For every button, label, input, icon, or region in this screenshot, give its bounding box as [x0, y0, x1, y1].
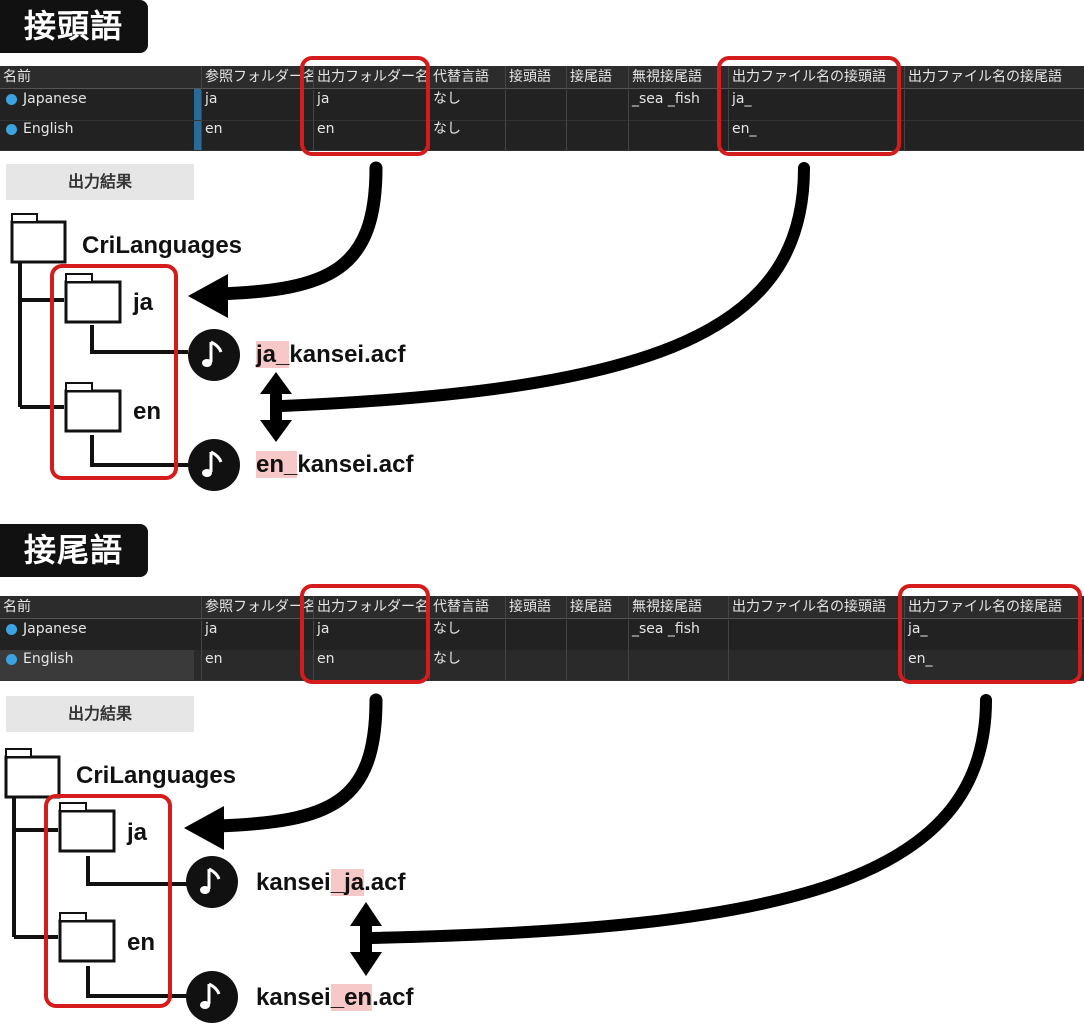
language-table: 名前 参照フォルダー名 出力フォルダー名 代替言語 接頭語 接尾語 無視接尾語 … [0, 596, 1084, 681]
table-row[interactable]: English en en なし en_ [0, 650, 1084, 681]
header-suffix[interactable]: 接尾語 [566, 66, 628, 88]
globe-icon [6, 94, 17, 105]
section-badge: 接頭語 [0, 0, 148, 53]
table-row[interactable]: Japanese ja ja なし _sea _fish ja_ [0, 90, 1084, 121]
header-output-folder[interactable]: 出力フォルダー名 [313, 596, 429, 618]
table-cell[interactable] [505, 620, 566, 650]
globe-icon [6, 624, 17, 635]
table-row[interactable]: English en en なし en_ [0, 120, 1084, 151]
table-cell[interactable] [505, 120, 566, 150]
header-ref-folder[interactable]: 参照フォルダー名 [201, 66, 313, 88]
folder-icon [58, 802, 116, 853]
music-note-icon [188, 439, 240, 491]
table-cell[interactable]: ja_ [728, 90, 904, 120]
header-name[interactable]: 名前 [3, 69, 31, 85]
highlight-output-folder [300, 584, 430, 684]
result-label: 出力結果 [6, 696, 194, 732]
table-cell[interactable] [628, 120, 728, 150]
root-folder-label: CriLanguages [76, 762, 237, 789]
row-name-cell: English [0, 650, 194, 680]
folder-icon [58, 912, 116, 963]
tree-diagram [4, 584, 1082, 1023]
table-cell[interactable]: _sea _fish [628, 620, 728, 650]
file-label: kansei_ja.acf [256, 869, 406, 896]
table-cell[interactable]: _sea _fish [628, 90, 728, 120]
table-cell[interactable] [505, 650, 566, 680]
table-cell[interactable]: ja [313, 620, 429, 650]
folder-icon [64, 273, 122, 324]
folder-label: ja [127, 819, 148, 846]
file-label: kansei_en.acf [256, 984, 414, 1011]
highlight-file-suffix [898, 584, 1082, 684]
music-note-icon [188, 329, 240, 381]
folder-icon [10, 213, 67, 264]
table-cell[interactable]: en [201, 650, 313, 680]
table-cell[interactable] [566, 620, 628, 650]
prefix-section: 接頭語 名前 参照フォルダー名 出力フォルダー名 代替言語 接頭語 接尾語 無視… [0, 0, 1084, 512]
row-name-cell: Japanese [0, 90, 194, 120]
table-cell[interactable] [904, 120, 1084, 150]
table-cell[interactable]: ja_ [904, 620, 1084, 650]
table-cell[interactable]: ja [201, 620, 313, 650]
table-cell[interactable] [566, 90, 628, 120]
table-cell[interactable] [904, 90, 1084, 120]
music-note-icon [186, 856, 238, 908]
row-name-cell: English [0, 120, 194, 150]
file-label: ja_kansei.acf [256, 341, 406, 368]
header-suffix[interactable]: 接尾語 [566, 596, 628, 618]
highlight-folders [50, 264, 178, 480]
header-file-prefix[interactable]: 出力ファイル名の接頭語 [728, 596, 904, 618]
column-resize-handle[interactable] [194, 66, 201, 150]
table-cell[interactable]: ja [201, 90, 313, 120]
header-name[interactable]: 名前 [3, 599, 31, 615]
folder-icon [64, 382, 122, 433]
highlight-folders [44, 794, 172, 1008]
table-cell[interactable]: en [201, 120, 313, 150]
header-prefix[interactable]: 接頭語 [505, 596, 566, 618]
root-folder-label: CriLanguages [82, 232, 243, 259]
table-cell[interactable] [728, 650, 904, 680]
header-prefix[interactable]: 接頭語 [505, 66, 566, 88]
suffix-section: 接尾語 名前 参照フォルダー名 出力フォルダー名 代替言語 接頭語 接尾語 無視… [0, 524, 1084, 1036]
globe-icon [6, 124, 17, 135]
header-ref-folder[interactable]: 参照フォルダー名 [201, 596, 313, 618]
table-cell[interactable] [628, 650, 728, 680]
header-file-suffix[interactable]: 出力ファイル名の接尾語 [904, 596, 1084, 618]
file-label: en_kansei.acf [256, 451, 414, 478]
music-note-icon [186, 971, 238, 1023]
section-badge: 接尾語 [0, 524, 148, 577]
header-file-prefix[interactable]: 出力ファイル名の接頭語 [728, 66, 904, 88]
table-cell[interactable] [728, 620, 904, 650]
header-output-folder[interactable]: 出力フォルダー名 [313, 66, 429, 88]
folder-icon [4, 748, 61, 799]
folder-label: en [133, 398, 162, 425]
table-cell[interactable]: en_ [904, 650, 1084, 680]
table-cell[interactable] [566, 120, 628, 150]
header-ignore-suffix[interactable]: 無視接尾語 [628, 596, 728, 618]
table-cell[interactable]: en [313, 650, 429, 680]
table-cell[interactable]: ja [313, 90, 429, 120]
globe-icon [6, 654, 17, 665]
tree-diagram [10, 56, 901, 491]
table-header: 名前 参照フォルダー名 出力フォルダー名 代替言語 接頭語 接尾語 無視接尾語 … [0, 66, 1084, 89]
header-file-suffix[interactable]: 出力ファイル名の接尾語 [904, 66, 1084, 88]
result-label: 出力結果 [6, 164, 194, 200]
table-cell[interactable] [566, 650, 628, 680]
highlight-file-prefix [717, 56, 901, 156]
folder-label: ja [133, 289, 154, 316]
table-cell[interactable]: en [313, 120, 429, 150]
row-name-cell: Japanese [0, 620, 194, 650]
table-row[interactable]: Japanese ja ja なし _sea _fish ja_ [0, 620, 1084, 651]
highlight-output-folder [300, 56, 430, 156]
table-cell[interactable] [505, 90, 566, 120]
header-ignore-suffix[interactable]: 無視接尾語 [628, 66, 728, 88]
language-table: 名前 参照フォルダー名 出力フォルダー名 代替言語 接頭語 接尾語 無視接尾語 … [0, 66, 1084, 151]
table-cell[interactable]: en_ [728, 120, 904, 150]
folder-label: en [127, 929, 156, 956]
